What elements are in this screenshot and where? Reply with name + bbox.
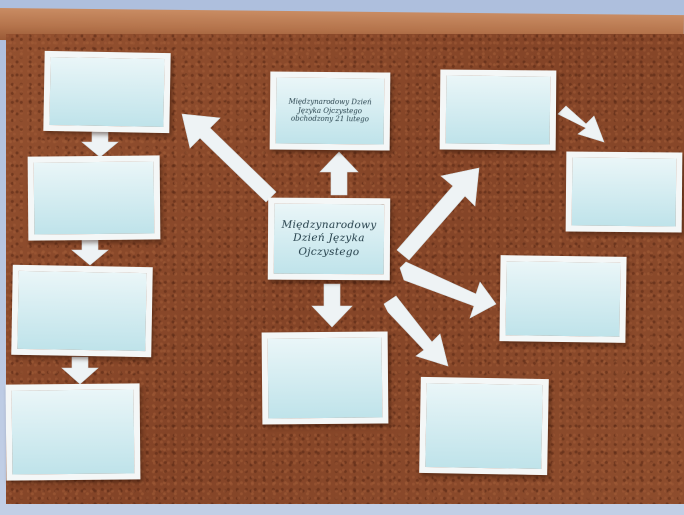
arrow-down-2: [71, 239, 109, 266]
arrow-center-downright: [383, 295, 449, 367]
arrow-down-3: [61, 356, 99, 385]
arrow-center-upright: [396, 167, 480, 261]
card-center-text: Międzynarodowy Dzień Języka Ojczystego: [281, 219, 377, 258]
card-left-3: [11, 264, 153, 358]
card-right-2: [565, 151, 683, 233]
arrow-center-up: [319, 151, 359, 196]
card-right-1: [439, 69, 557, 151]
arrow-center-right: [399, 261, 497, 319]
card-left-4: [5, 383, 141, 481]
card-bottom-mid: [261, 331, 389, 425]
arrow-center-down: [311, 283, 353, 328]
card-left-1: [43, 50, 171, 134]
arrow-down-1: [81, 131, 119, 158]
arrow-topright-down: [557, 105, 605, 143]
card-bottom-right: [419, 376, 549, 476]
card-center: Międzynarodowy Dzień Języka Ojczystego: [267, 197, 391, 281]
card-left-2: [27, 155, 161, 241]
card-top-mid: Międzynarodowy Dzień Języka Ojczystego o…: [269, 71, 391, 151]
arrow-center-upleft: [181, 113, 277, 203]
card-right-3: [499, 255, 627, 343]
card-top-mid-text: Międzynarodowy Dzień Języka Ojczystego o…: [288, 97, 372, 124]
